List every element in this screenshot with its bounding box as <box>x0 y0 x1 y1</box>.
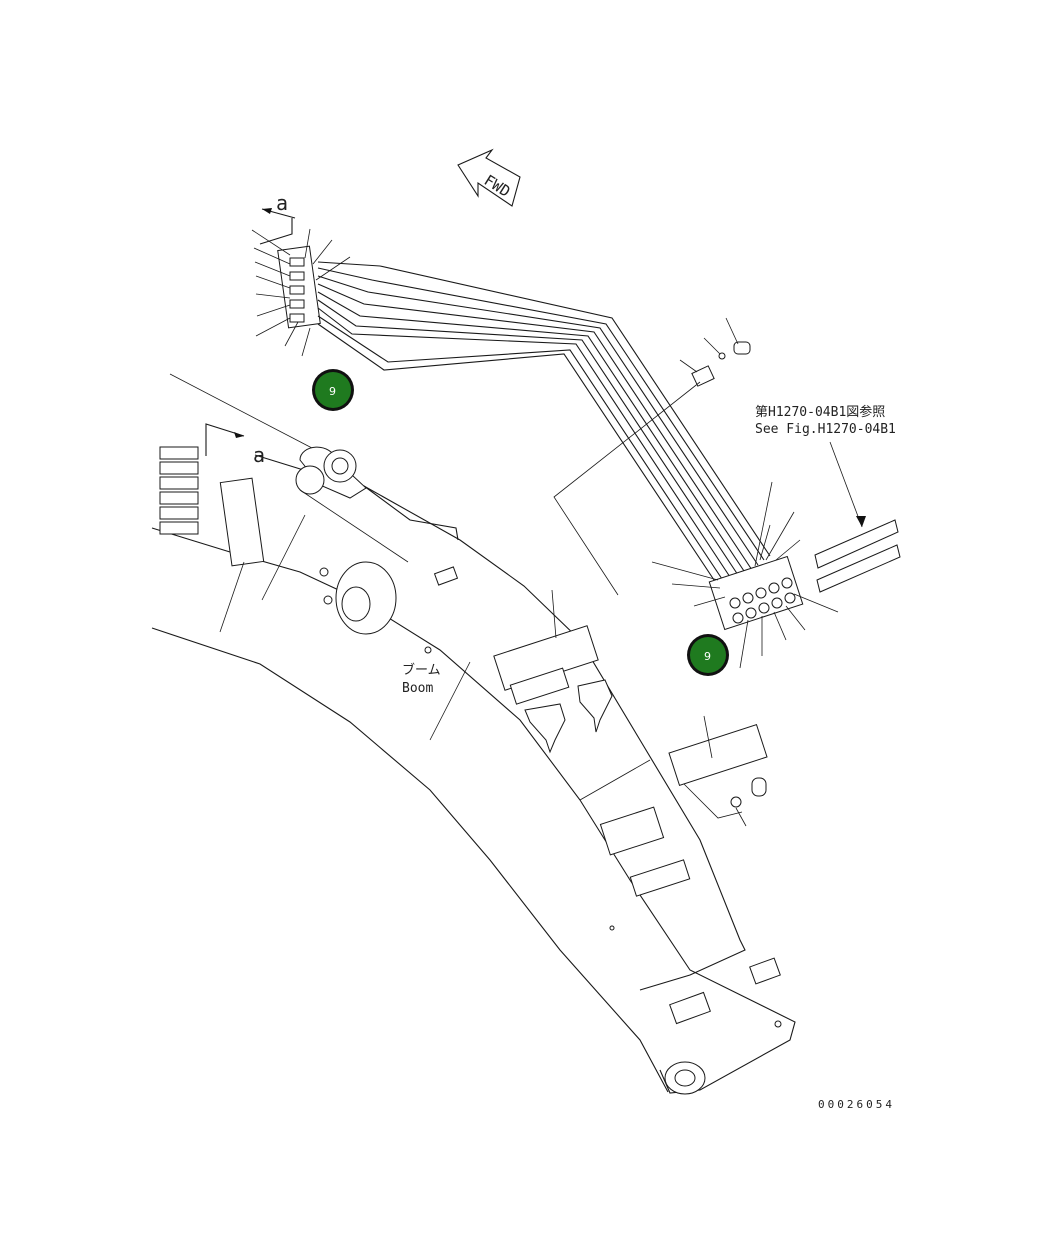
boom-structure <box>151 373 796 1095</box>
fwd-arrow-icon: FWD <box>457 148 521 207</box>
ref-note-en: See Fig.H1270-04B1 <box>755 422 896 437</box>
hydraulic-hoses <box>317 261 771 593</box>
view-marker-top: a <box>259 191 296 245</box>
right-connector-cluster <box>651 481 839 669</box>
bolt-parts <box>553 317 751 596</box>
top-connector-bracket <box>251 228 351 357</box>
part-callout-9-right[interactable]: 9 <box>687 634 729 676</box>
boom-clamps <box>493 589 768 897</box>
left-connector-stack <box>159 446 265 633</box>
fwd-label: FWD <box>481 171 514 201</box>
drawing-number: 00026054 <box>818 1098 895 1111</box>
boom-label: ブーム Boom <box>402 662 441 696</box>
view-marker-boom-label: a <box>253 443 265 467</box>
part-callout-9-top[interactable]: 9 <box>312 369 354 411</box>
reference-note: 第H1270-04B1図参照 See Fig.H1270-04B1 <box>755 404 896 528</box>
ref-note-jp: 第H1270-04B1図参照 <box>755 404 885 420</box>
view-marker-boom: a <box>205 423 265 467</box>
callout-number: 9 <box>329 385 336 398</box>
view-marker-top-label: a <box>276 191 288 215</box>
fitting-strips <box>814 519 901 593</box>
boom-label-en: Boom <box>402 681 433 696</box>
boom-label-jp: ブーム <box>402 662 441 678</box>
callout-number: 9 <box>704 650 711 663</box>
